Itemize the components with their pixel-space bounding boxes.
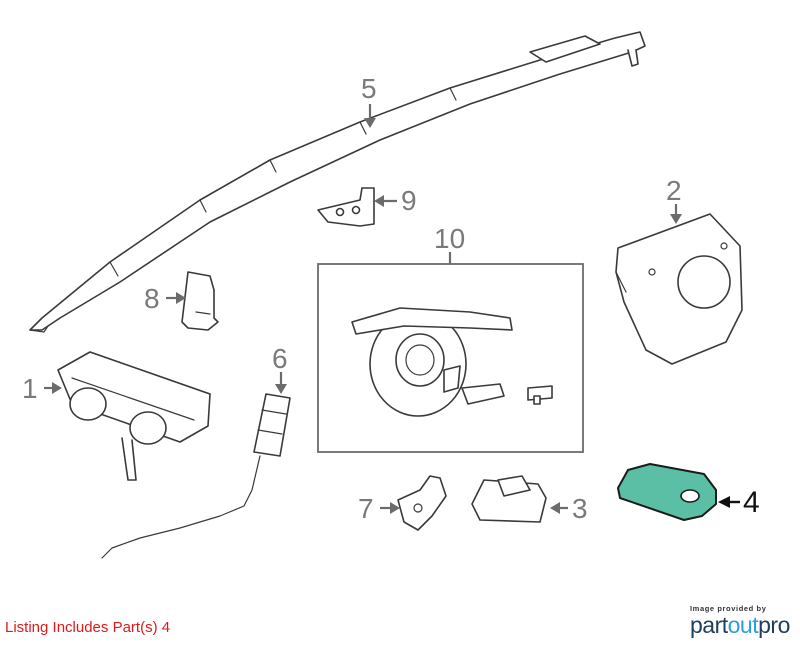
part-5-curtain-airbag (29, 31, 646, 333)
brand-pro: pro (758, 612, 790, 638)
part-1-knee-airbag (57, 351, 211, 481)
part-9-bracket (317, 187, 375, 227)
callout-1: 1 (22, 373, 38, 404)
brand-out: out (727, 612, 759, 638)
part-3-connector (471, 475, 547, 523)
callout-10: 10 (434, 223, 465, 254)
callout-6: 6 (272, 343, 288, 374)
part-6-sensor-harness (101, 393, 291, 559)
image-credit: Image provided by (690, 604, 767, 613)
callout-5: 5 (361, 73, 377, 104)
part-2-driver-airbag (615, 213, 743, 365)
part-7-bracket (397, 475, 447, 531)
callout-labels: 5 9 8 10 2 1 6 7 3 4 (22, 73, 760, 524)
part-4-highlighted (617, 463, 717, 521)
leader-lines (44, 104, 740, 514)
callout-7: 7 (358, 493, 374, 524)
brand-part: part (690, 612, 728, 638)
callout-9: 9 (401, 185, 417, 216)
callout-3: 3 (572, 493, 588, 524)
callout-8: 8 (144, 283, 160, 314)
callout-2: 2 (666, 175, 682, 206)
listing-note: Listing Includes Part(s) 4 (5, 619, 171, 636)
part-8-sensor (181, 271, 219, 331)
callout-4: 4 (743, 486, 760, 519)
partoutpro-logo: partoutpro (690, 612, 790, 639)
part-10-clockspring-group (317, 263, 584, 453)
